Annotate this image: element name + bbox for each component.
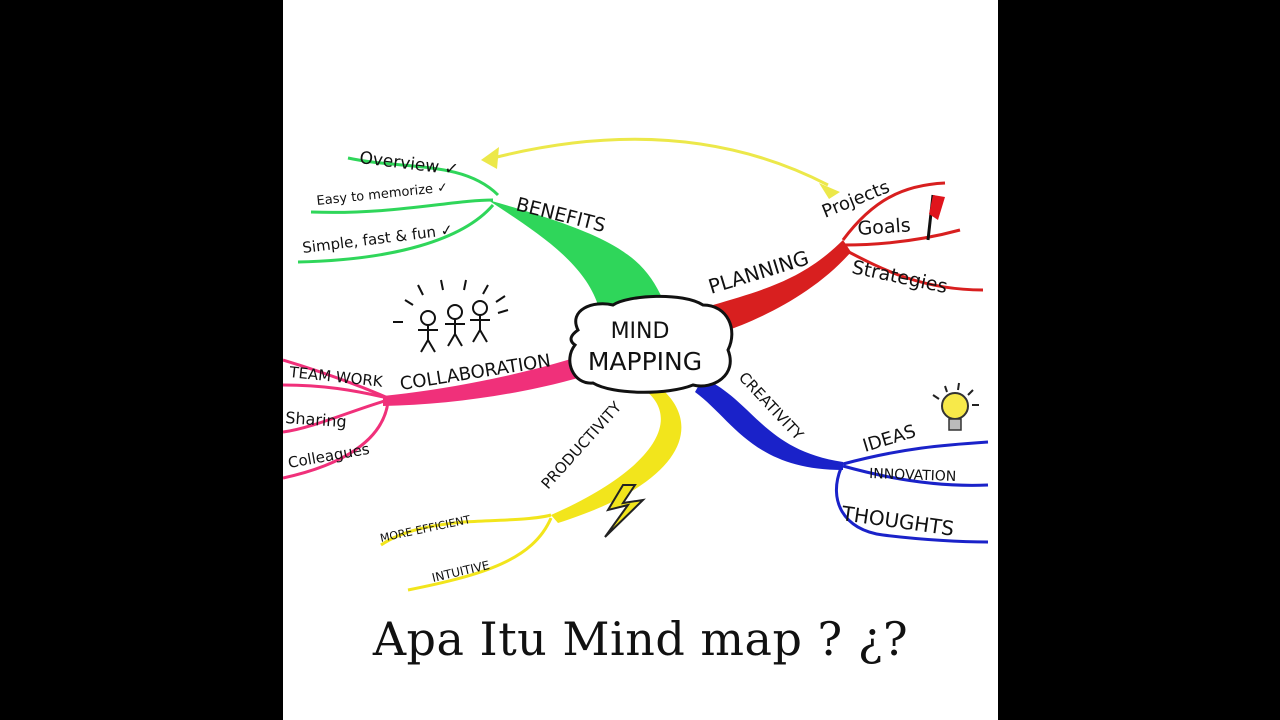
right-letterbox xyxy=(998,0,1280,720)
lightbulb-icon xyxy=(933,383,979,430)
branch-planning: PLANNING Projects Goals Strategies xyxy=(705,177,983,332)
mind-map-panel: BENEFITS Overview ✓ Easy to memorize ✓ S… xyxy=(283,0,998,720)
center-title-line2: MAPPING xyxy=(588,347,702,376)
productivity-label: PRODUCTIVITY xyxy=(538,398,626,493)
collaboration-item: Sharing xyxy=(285,408,348,431)
connector-arrow xyxy=(481,139,840,199)
planning-item: Strategies xyxy=(850,256,950,298)
creativity-item: THOUGHTS xyxy=(839,501,955,541)
team-icon xyxy=(393,280,508,352)
benefit-item: Overview ✓ xyxy=(358,148,459,180)
left-letterbox xyxy=(0,0,283,720)
caption-title: Apa Itu Mind map ? ¿? xyxy=(283,612,998,666)
benefit-item: Simple, fast & fun ✓ xyxy=(301,221,454,257)
collaboration-item: Colleagues xyxy=(287,440,372,472)
productivity-item: INTUITIVE xyxy=(431,558,491,585)
creativity-item: INNOVATION xyxy=(869,466,957,485)
branch-collaboration: COLLABORATION TEAM WORK Sharing Colleagu… xyxy=(283,280,588,478)
branch-benefits: BENEFITS Overview ✓ Easy to memorize ✓ S… xyxy=(298,148,663,305)
productivity-item: MORE EFFICIENT xyxy=(379,513,472,545)
creativity-item: IDEAS xyxy=(860,421,918,457)
center-title-line1: MIND xyxy=(611,319,670,344)
center-node: MIND MAPPING xyxy=(570,296,732,392)
branch-creativity: CREATIVITY IDEAS INNOVATION THOUGHTS xyxy=(695,368,988,542)
branch-productivity: PRODUCTIVITY MORE EFFICIENT INTUITIVE xyxy=(379,390,681,590)
planning-item: Goals xyxy=(857,214,912,240)
